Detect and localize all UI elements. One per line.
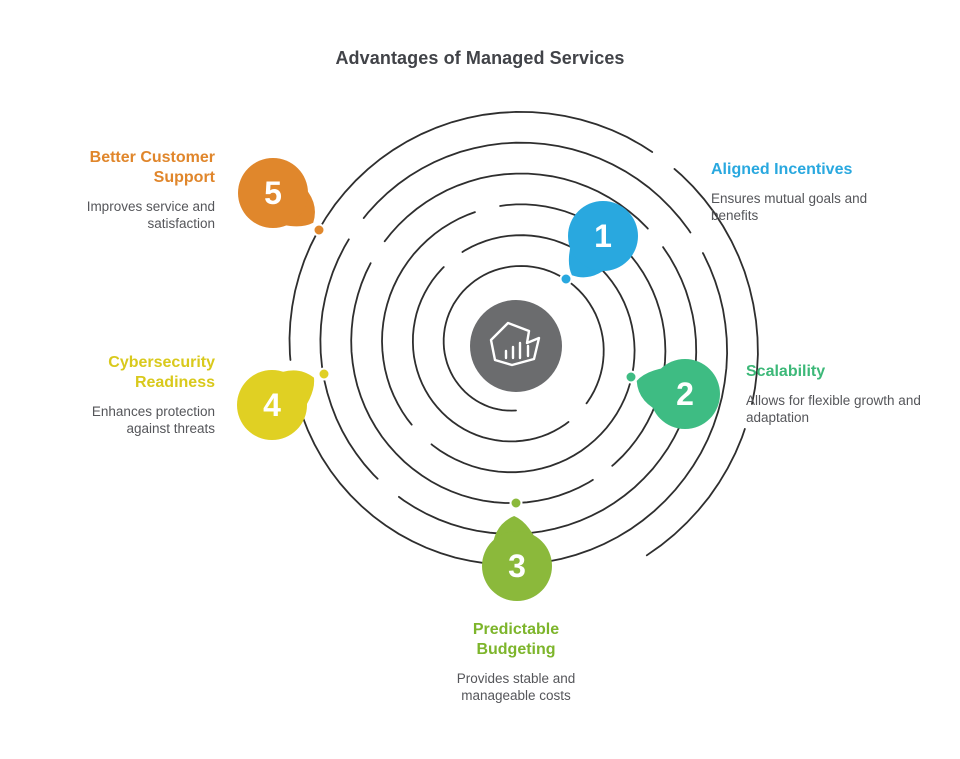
bubble-circle-2 (650, 359, 720, 429)
item-1-label-block: Aligned Incentives Ensures mutual goals … (711, 160, 901, 225)
bubble-circle-4 (237, 370, 307, 440)
item-1-description: Ensures mutual goals and benefits (711, 191, 868, 224)
item-2-title: Scalability (746, 363, 826, 380)
center-hub (470, 300, 562, 392)
bubble-circle-1 (568, 201, 638, 271)
bubble-circle-5 (238, 158, 308, 228)
item-5-description: Improves service and satisfaction (86, 199, 215, 232)
item-4-label-block: Cybersecurity Readiness Enhances protect… (55, 353, 215, 438)
anchor-dot-3 (509, 496, 523, 510)
item-3-label-block: Predictable Budgeting Provides stable an… (421, 620, 611, 705)
item-1-title: Aligned Incentives (711, 161, 853, 178)
item-2-description: Allows for flexible growth and adaptatio… (746, 393, 921, 426)
marker-bubble-4: 4 (237, 370, 315, 440)
marker-bubble-3: 3 (482, 516, 552, 601)
item-5-label-block: Better Customer Support Improves service… (55, 148, 215, 233)
anchor-dot-1 (559, 272, 573, 286)
item-4-title: Cybersecurity Readiness (108, 354, 215, 391)
marker-bubble-2: 2 (636, 359, 720, 429)
item-5-title: Better Customer Support (89, 149, 215, 186)
bubble-number-3: 3 (508, 548, 526, 584)
marker-bubble-5: 5 (238, 158, 315, 228)
center-badge-icon (489, 321, 541, 367)
item-3-description: Provides stable and manageable costs (456, 671, 576, 704)
spiral-line (288, 110, 759, 566)
item-3-title: Predictable Budgeting (472, 621, 560, 658)
page-title: Advantages of Managed Services (335, 48, 625, 68)
anchor-dot-4 (317, 367, 331, 381)
anchor-dot-5 (312, 223, 326, 237)
bubble-number-1: 1 (594, 218, 612, 254)
item-4-description: Enhances protection against threats (91, 404, 215, 437)
bubble-circle-3 (482, 531, 552, 601)
anchor-dot-2 (624, 370, 638, 384)
marker-bubble-1: 1 (568, 201, 638, 278)
bubble-number-4: 4 (263, 387, 281, 423)
bubble-number-5: 5 (264, 175, 282, 211)
bubble-number-2: 2 (676, 376, 694, 412)
center-circle (470, 300, 562, 392)
item-2-label-block: Scalability Allows for flexible growth a… (746, 362, 921, 427)
